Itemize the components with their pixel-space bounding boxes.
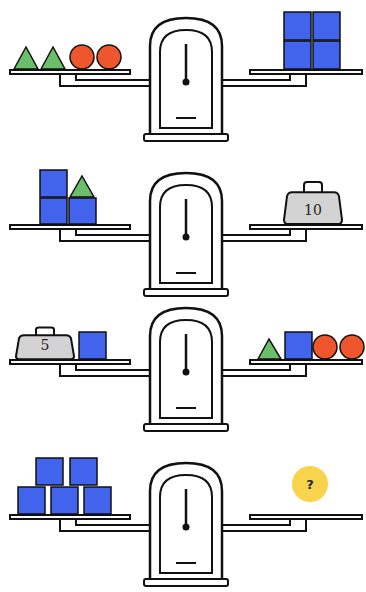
balance-scale	[10, 308, 362, 431]
unknown-circle: ?	[292, 466, 328, 502]
scale-1-items	[14, 12, 340, 69]
scale-2-items	[40, 170, 96, 224]
scale-3-items	[79, 332, 364, 359]
weight-value: 10	[304, 203, 322, 225]
scale-4-items	[18, 458, 111, 514]
weight-block: 10	[283, 180, 343, 225]
weight-value: 5	[41, 338, 50, 360]
question-mark: ?	[306, 478, 314, 491]
weight-block: 5	[15, 326, 75, 360]
